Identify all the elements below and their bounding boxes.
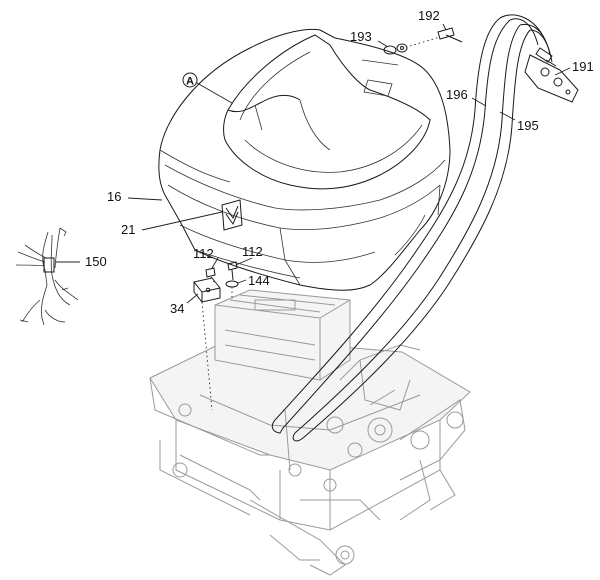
callout-112-right: 112: [242, 244, 263, 259]
washer-193: [383, 43, 408, 55]
bolt-192: [409, 27, 463, 47]
callout-16: 16: [107, 189, 121, 204]
callout-150: 150: [85, 254, 107, 269]
callout-193: 193: [350, 29, 372, 44]
callout-112-left: 112: [193, 246, 214, 261]
callout-195: 195: [517, 118, 539, 133]
reference-a-label: A: [186, 76, 194, 88]
battery-box: [214, 289, 351, 381]
machine-base: [149, 337, 471, 576]
hoses: [271, 14, 553, 442]
callout-144: 144: [248, 273, 270, 288]
screw-112-right: [227, 261, 238, 281]
screw-112-left: [205, 267, 216, 283]
reference-a-marker: A: [182, 72, 233, 104]
leader-lines: [56, 23, 571, 304]
callout-labels: 192 193 191 196 195 16 21 150 112 112 14…: [85, 8, 594, 316]
callout-196: 196: [446, 87, 468, 102]
hood-cover: [158, 28, 451, 291]
callout-192: 192: [418, 8, 440, 23]
callout-191: 191: [572, 59, 594, 74]
callout-34: 34: [170, 301, 184, 316]
wiring-harness-150: [15, 227, 79, 326]
washer-144: [225, 280, 239, 300]
callout-21: 21: [121, 222, 135, 237]
bracket-191: [524, 47, 579, 103]
